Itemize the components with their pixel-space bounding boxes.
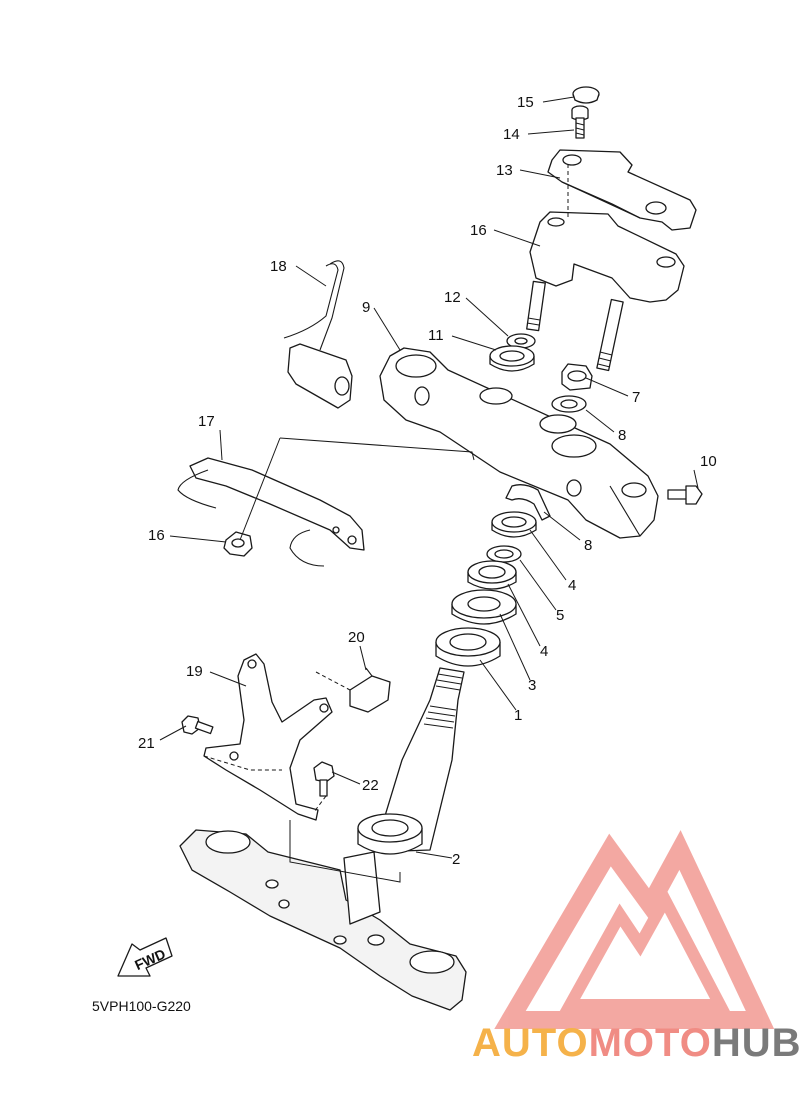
callout-20: 19 bbox=[186, 663, 203, 680]
callout-23: 22 bbox=[362, 777, 379, 794]
fwd-arrow: FWD bbox=[117, 937, 173, 977]
part-16-lower-holder bbox=[526, 211, 685, 372]
watermark-hub: HUB bbox=[712, 1021, 800, 1065]
callout-6: 8 bbox=[584, 537, 592, 554]
watermark-auto: AUTO bbox=[472, 1021, 589, 1065]
under-bracket bbox=[179, 829, 467, 1011]
part-3-cover bbox=[451, 589, 517, 625]
callout-14: 14 bbox=[503, 126, 520, 143]
part-9-upper-bracket bbox=[379, 347, 659, 539]
diagram-code: 5VPH100-G220 bbox=[92, 998, 191, 1014]
part-4-ring-nut-upper bbox=[491, 511, 537, 538]
part-5-washer bbox=[486, 545, 522, 563]
part-18-bracket bbox=[177, 457, 365, 567]
callout-22: 21 bbox=[138, 735, 155, 752]
part-20-bracket bbox=[203, 653, 333, 821]
callout-labels: 15 14 13 16 18 12 11 9 7 8 10 17 16 8 4 … bbox=[138, 94, 717, 868]
callout-13: 13 bbox=[496, 162, 513, 179]
part-6-lock-washer bbox=[505, 484, 551, 521]
callout-18: 17 bbox=[198, 413, 215, 430]
svg-text:AUTOMOTOHUB: AUTOMOTOHUB bbox=[472, 1021, 800, 1065]
part-14-bolt bbox=[571, 105, 589, 139]
part-21-clip bbox=[349, 667, 391, 713]
callout-7: 7 bbox=[632, 389, 640, 406]
part-10-bolt bbox=[667, 485, 703, 505]
part-4-ring-nut-lower bbox=[467, 560, 517, 590]
watermark-text: AUTOMOTOHUB bbox=[472, 1021, 800, 1065]
callout-21: 20 bbox=[348, 629, 365, 646]
part-1-bearing-upper bbox=[435, 627, 501, 667]
part-13-upper-holder bbox=[547, 149, 697, 231]
callout-15: 15 bbox=[517, 94, 534, 111]
callout-10: 10 bbox=[700, 453, 717, 470]
watermark-moto: MOTO bbox=[589, 1021, 712, 1065]
callout-1: 1 bbox=[514, 707, 522, 724]
assembly-lines bbox=[203, 164, 569, 883]
callout-4-upper: 4 bbox=[568, 577, 576, 594]
part-17-nut bbox=[223, 531, 253, 557]
part-15-cap bbox=[572, 86, 600, 104]
callout-5: 5 bbox=[556, 607, 564, 624]
part-22-bolt bbox=[181, 715, 214, 735]
part-8-washer bbox=[551, 395, 587, 413]
callout-17: 16 bbox=[148, 527, 165, 544]
callout-11: 11 bbox=[428, 327, 444, 344]
part-19-wire-clip bbox=[283, 260, 353, 409]
callout-12: 12 bbox=[444, 289, 461, 306]
part-11-bushing bbox=[489, 345, 535, 372]
callout-3: 3 bbox=[528, 677, 536, 694]
callout-4-lower: 4 bbox=[540, 643, 548, 660]
callout-9: 9 bbox=[362, 299, 370, 316]
watermark-logo bbox=[494, 830, 775, 1029]
callout-8: 8 bbox=[618, 427, 626, 444]
callout-16: 16 bbox=[470, 222, 487, 239]
part-23-bolt bbox=[313, 761, 335, 797]
steering-stem bbox=[373, 667, 465, 853]
part-7-nut bbox=[561, 363, 593, 391]
part-2-bearing-lower bbox=[357, 813, 423, 855]
callout-2: 2 bbox=[452, 851, 460, 868]
callout-leaders bbox=[159, 96, 699, 859]
part-12-washer bbox=[506, 333, 536, 349]
callout-19: 18 bbox=[270, 258, 287, 275]
